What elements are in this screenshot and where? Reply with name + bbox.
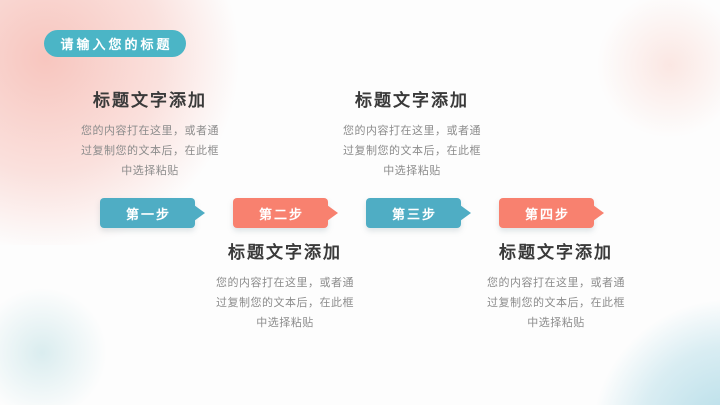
- block-body-line: 过复制您的文本后，在此框: [81, 145, 219, 157]
- text-block-bottom-right[interactable]: 标题文字添加 您的内容打在这里，或者通 过复制您的文本后，在此框 中选择粘贴: [471, 242, 641, 333]
- block-body-line: 您的内容打在这里，或者通: [81, 125, 219, 137]
- block-body-line: 您的内容打在这里，或者通: [343, 125, 481, 137]
- step-3-arrow[interactable]: 第三步: [366, 198, 461, 228]
- step-4-arrow[interactable]: 第四步: [499, 198, 594, 228]
- block-body-line: 中选择粘贴: [121, 165, 179, 177]
- block-heading: 标题文字添加: [93, 91, 207, 110]
- text-block-top-left[interactable]: 标题文字添加 您的内容打在这里，或者通 过复制您的文本后，在此框 中选择粘贴: [65, 90, 235, 181]
- slide-title-text: 请输入您的标题: [60, 37, 173, 52]
- block-heading: 标题文字添加: [355, 91, 469, 110]
- text-block-bottom-left[interactable]: 标题文字添加 您的内容打在这里，或者通 过复制您的文本后，在此框 中选择粘贴: [200, 242, 370, 333]
- step-2-label: 第二步: [258, 206, 304, 222]
- block-heading: 标题文字添加: [499, 243, 613, 262]
- decor-blob-bottom-left: [0, 288, 112, 405]
- step-1-label: 第一步: [125, 206, 171, 222]
- text-block-top-right[interactable]: 标题文字添加 您的内容打在这里，或者通 过复制您的文本后，在此框 中选择粘贴: [327, 90, 497, 181]
- block-body-line: 中选择粘贴: [383, 165, 441, 177]
- decor-blob-top-right: [592, 0, 720, 143]
- block-body-line: 您的内容打在这里，或者通: [487, 277, 625, 289]
- slide-title-badge[interactable]: 请输入您的标题: [44, 30, 186, 57]
- step-2-arrow[interactable]: 第二步: [233, 198, 328, 228]
- step-1-arrow[interactable]: 第一步: [100, 198, 195, 228]
- block-body-line: 过复制您的文本后，在此框: [343, 145, 481, 157]
- block-body-line: 过复制您的文本后，在此框: [216, 297, 354, 309]
- step-3-label: 第三步: [391, 206, 437, 222]
- block-body-line: 过复制您的文本后，在此框: [487, 297, 625, 309]
- block-body-line: 中选择粘贴: [256, 317, 314, 329]
- step-4-label: 第四步: [524, 206, 570, 222]
- block-heading: 标题文字添加: [228, 243, 342, 262]
- block-body-line: 您的内容打在这里，或者通: [216, 277, 354, 289]
- block-body-line: 中选择粘贴: [527, 317, 585, 329]
